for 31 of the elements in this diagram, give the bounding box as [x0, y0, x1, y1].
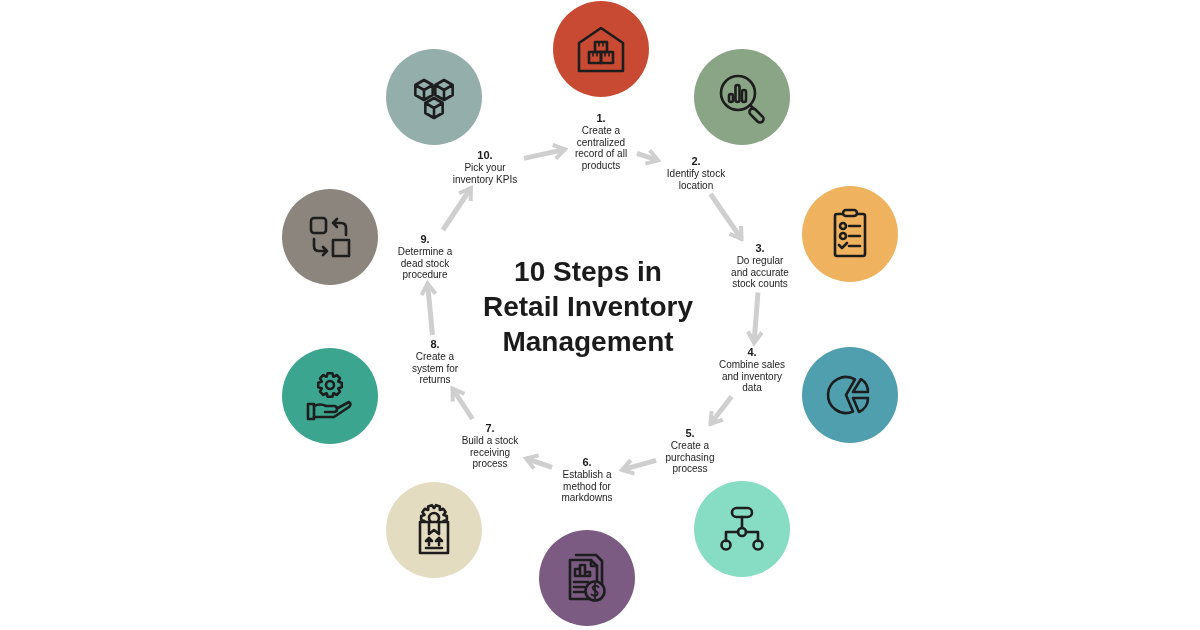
- step-number: 1.: [595, 112, 607, 125]
- step-number: 2.: [690, 155, 702, 168]
- step-description: Determine a dead stock procedure: [396, 246, 454, 281]
- step-description: Pick your inventory KPIs: [451, 162, 519, 185]
- step-number: 8.: [429, 338, 441, 351]
- step-number: 7.: [484, 422, 496, 435]
- step-number: 5.: [684, 427, 696, 440]
- arrow: [524, 453, 553, 471]
- arrow: [636, 148, 660, 166]
- step-number: 6.: [581, 456, 593, 469]
- arrow: [419, 281, 438, 336]
- diagram-title: 10 Steps in Retail Inventory Management: [481, 255, 695, 359]
- step-description: Build a stock receiving process: [460, 435, 520, 470]
- arrow: [450, 386, 475, 421]
- step-description: Establish a method for markdowns: [560, 469, 614, 504]
- step-number: 4.: [746, 346, 758, 359]
- arrow: [620, 457, 657, 476]
- step-number: 3.: [754, 242, 766, 255]
- step-description: Create a centralized record of all products: [573, 125, 629, 171]
- step-description: Do regular and accurate stock counts: [730, 255, 790, 290]
- arrow: [440, 186, 474, 232]
- step-description: Combine sales and inventory data: [717, 359, 787, 394]
- arrow: [708, 192, 744, 241]
- step-description: Identify stock location: [665, 168, 727, 191]
- step-description: Create a purchasing process: [664, 440, 716, 475]
- step-description: Create a system for returns: [410, 351, 460, 386]
- arrow: [523, 142, 567, 161]
- step-number: 10.: [476, 149, 494, 162]
- arrow: [745, 292, 764, 345]
- arrow: [708, 394, 734, 426]
- step-number: 9.: [419, 233, 431, 246]
